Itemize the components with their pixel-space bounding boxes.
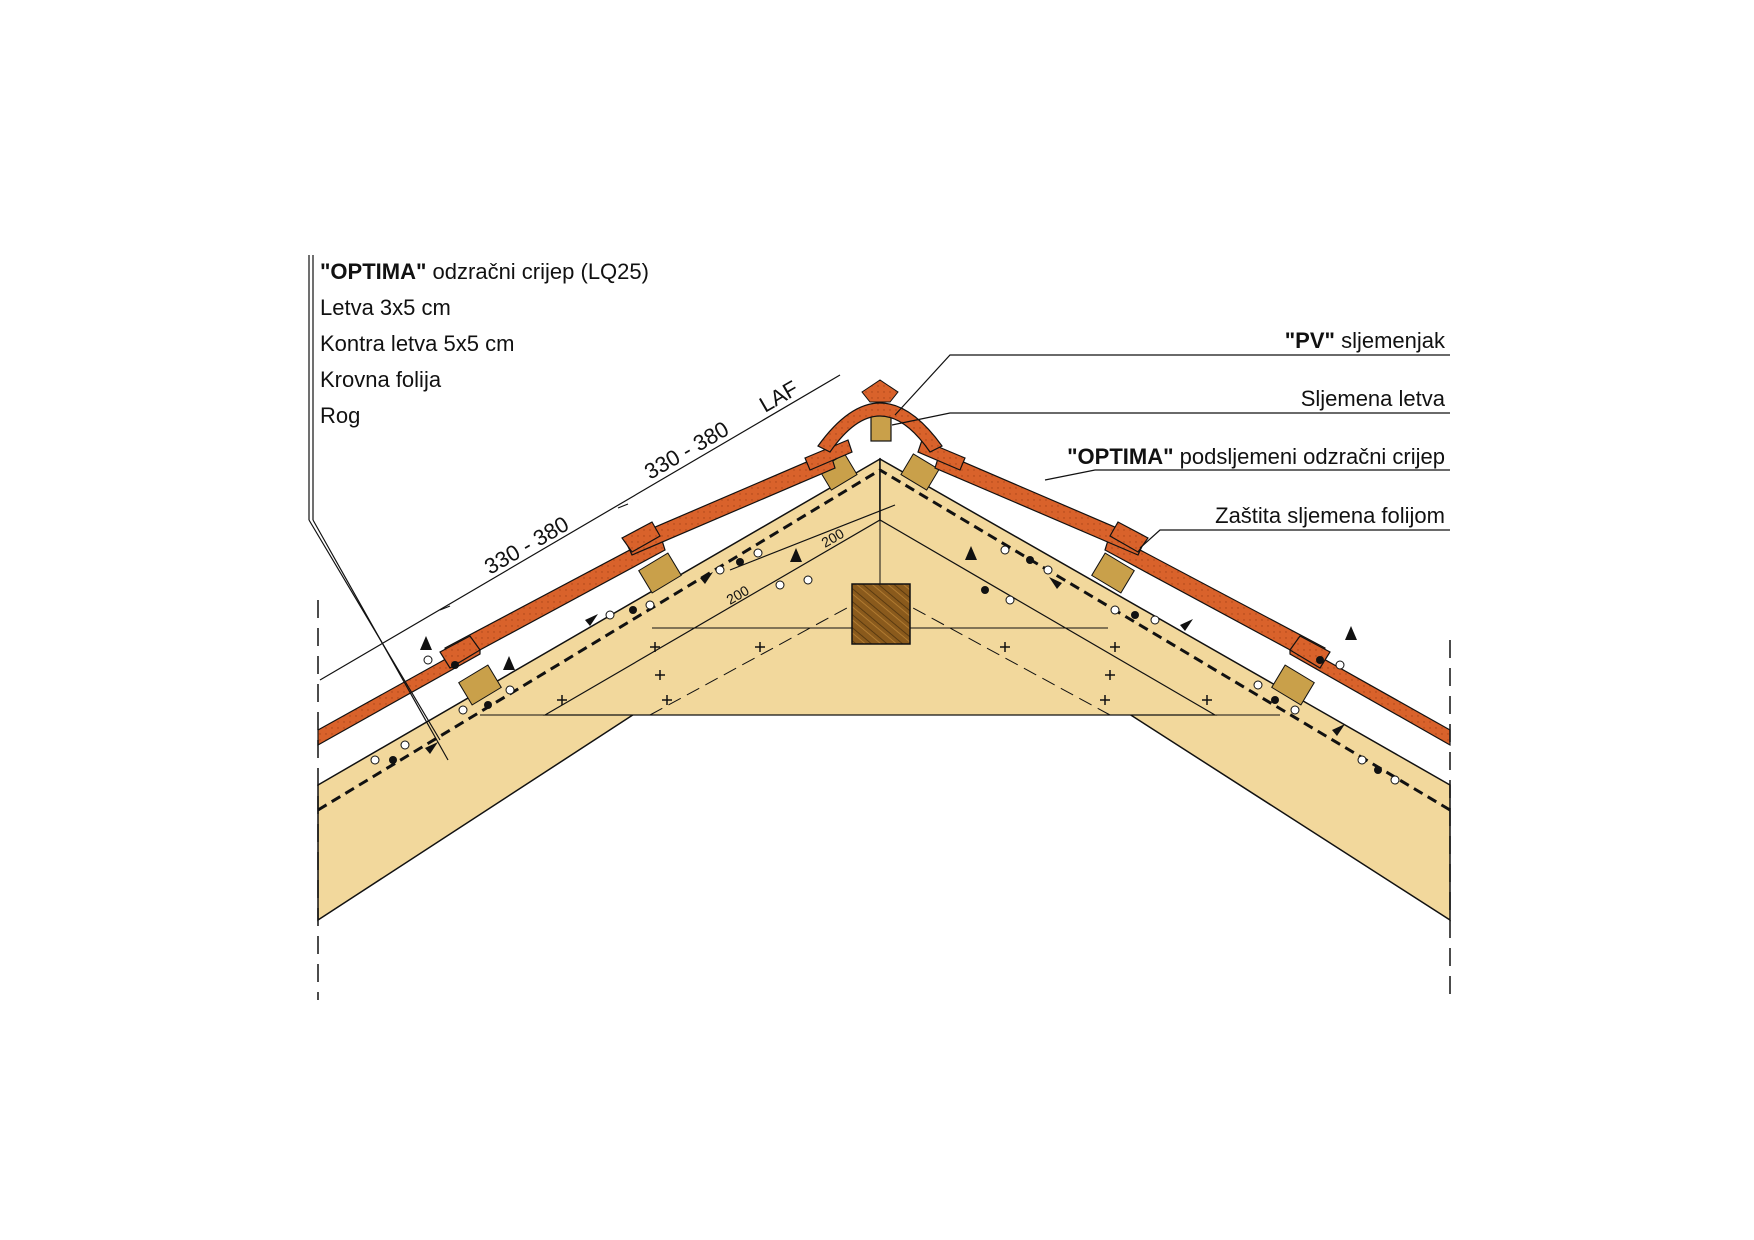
battens-right xyxy=(900,453,1315,706)
label-krovna-folija: Krovna folija xyxy=(320,367,442,392)
dimension-330-380-upper: 330 - 380 xyxy=(640,416,733,484)
label-optima-tile: "OPTIMA" odzračni crijep (LQ25) xyxy=(320,259,649,284)
label-ridge-batten: Sljemena letva xyxy=(1301,386,1446,411)
leader-lines xyxy=(308,255,1450,761)
battens-left xyxy=(458,453,858,706)
ventilation-marks-right xyxy=(965,545,1400,785)
ventilation-marks-left xyxy=(370,548,813,765)
label-pv-ridge: "PV" sljemenjak xyxy=(1285,328,1446,353)
tiles-left xyxy=(317,439,853,747)
left-labels: "OPTIMA" odzračni crijep (LQ25) Letva 3x… xyxy=(320,259,649,428)
roof-membrane xyxy=(317,468,1451,812)
right-labels: "PV" sljemenjak Sljemena letva "OPTIMA" … xyxy=(1067,328,1446,528)
ridge-tile-pv xyxy=(817,379,943,453)
fastener-marks xyxy=(557,642,1212,705)
label-letva: Letva 3x5 cm xyxy=(320,295,451,320)
label-rog: Rog xyxy=(320,403,360,428)
dimension-lines xyxy=(319,374,896,681)
dimension-330-380-lower: 330 - 380 xyxy=(480,511,573,579)
section-boundaries xyxy=(317,600,1451,1000)
label-kontra-letva: Kontra letva 5x5 cm xyxy=(320,331,514,356)
ridge-beam xyxy=(851,583,911,645)
label-ridge-foil: Zaštita sljemena folijom xyxy=(1215,503,1445,528)
label-optima-under-ridge: "OPTIMA" podsljemeni odzračni crijep xyxy=(1067,444,1445,469)
